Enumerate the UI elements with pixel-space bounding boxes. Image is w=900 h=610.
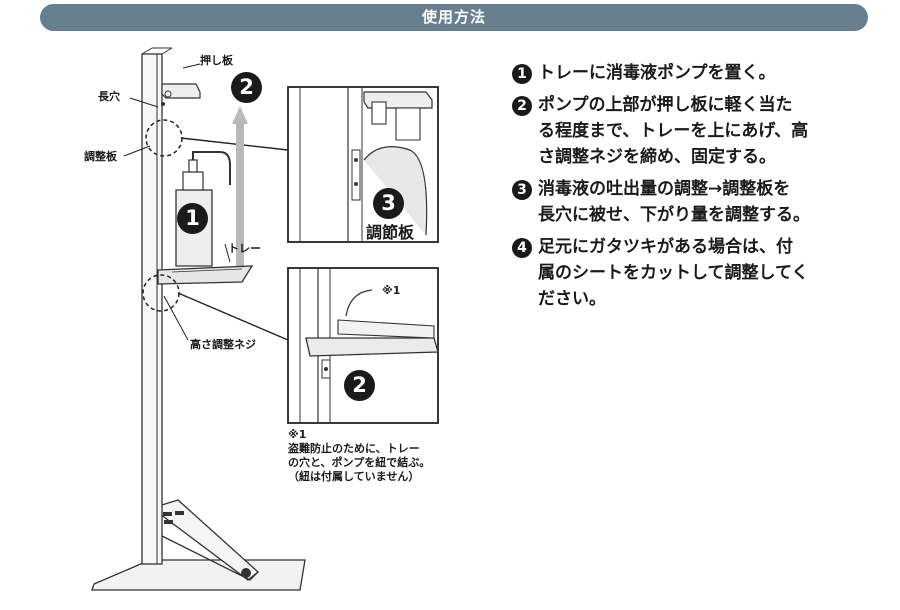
theft-note: ※1 盗難防止のために、トレー の穴と、ポンプを紐で結ぶ。 （紐は付属していませ… bbox=[288, 428, 430, 484]
up-arrow bbox=[232, 106, 248, 124]
step-number-badge: 4 bbox=[512, 238, 532, 258]
tray-label: トレー bbox=[228, 242, 261, 255]
base-plate bbox=[91, 559, 306, 591]
step-text: る程度まで、トレーを上にあげ、高 bbox=[538, 121, 809, 141]
instruction-steps: 1 トレーに消毒液ポンプを置く。 2 ポンプの上部が押し板に軽く当た る程度まで… bbox=[512, 60, 872, 318]
step-item: 1 トレーに消毒液ポンプを置く。 bbox=[512, 60, 872, 86]
step-number-badge: 1 bbox=[512, 64, 532, 84]
step-text: トレーに消毒液ポンプを置く。 bbox=[538, 63, 776, 83]
step-text: 足元にガタツキがある場合は、付 bbox=[538, 237, 793, 257]
step-text: 長穴に被せ、下がり量を調整する。 bbox=[538, 205, 810, 225]
note-line: の穴と、ポンプを紐で結ぶ。 bbox=[288, 456, 431, 469]
step-text: ださい。 bbox=[538, 289, 606, 309]
badge-step-2: 2 bbox=[231, 72, 262, 103]
push-plate bbox=[161, 83, 201, 99]
note-mark-label: ※1 bbox=[382, 284, 401, 297]
pedal-slot bbox=[163, 512, 172, 516]
step-number-badge: 2 bbox=[512, 96, 532, 116]
step-number-badge: 3 bbox=[512, 180, 532, 200]
step-item: 4 足元にガタツキがある場合は、付 属のシートをカットして調整してく ださい。 bbox=[512, 234, 872, 312]
pedal-slot bbox=[175, 511, 184, 515]
step-text: 属のシートをカットして調整してく bbox=[538, 263, 809, 283]
badge-step-1: 1 bbox=[177, 203, 208, 234]
note-mark: ※1 bbox=[288, 428, 307, 441]
step-item: 3 消毒液の吐出量の調整→調整板を 長穴に被せ、下がり量を調整する。 bbox=[512, 176, 872, 228]
adjust-caption: 調節板 bbox=[366, 223, 415, 242]
step-text: ポンプの上部が押し板に軽く当た bbox=[538, 95, 793, 115]
page-title: 使用方法 bbox=[421, 8, 486, 26]
tray bbox=[157, 265, 254, 285]
adjust-plate-label: 調整板 bbox=[84, 150, 117, 163]
badge-step-3: 3 bbox=[373, 188, 404, 219]
step-text: 消毒液の吐出量の調整→調整板を bbox=[538, 179, 791, 199]
pedal-wheel bbox=[241, 568, 251, 578]
note-line: （紐は付属していません） bbox=[288, 470, 420, 483]
step-item: 2 ポンプの上部が押し板に軽く当た る程度まで、トレーを上にあげ、高 さ調整ネジ… bbox=[512, 92, 872, 170]
badge-step-2-detail: 2 bbox=[344, 370, 375, 401]
step-text: さ調整ネジを締め、固定する。 bbox=[538, 147, 776, 167]
push-plate-label: 押し板 bbox=[200, 54, 233, 67]
long-hole-label: 長穴 bbox=[98, 90, 120, 103]
header-bar: 使用方法 bbox=[40, 4, 868, 31]
note-line: 盗難防止のために、トレー bbox=[288, 442, 420, 455]
pedal-slot bbox=[164, 520, 173, 524]
height-screw-label: 高さ調整ネジ bbox=[190, 338, 256, 351]
